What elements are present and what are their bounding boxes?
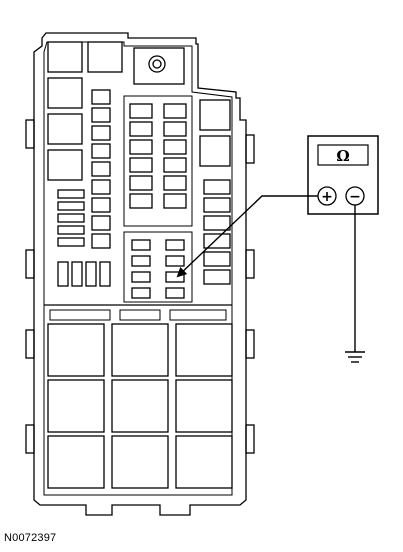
positive-probe-lead [176, 195, 318, 278]
positive-terminal-label: + [321, 189, 333, 205]
ohm-symbol: Ω [336, 147, 349, 165]
negative-terminal-label: − [349, 189, 361, 205]
ground-symbol-icon [345, 351, 365, 363]
ohmmeter: Ω + − [307, 135, 379, 215]
figure-id: N0072397 [4, 532, 57, 544]
fuse-box [25, 32, 255, 516]
ohmmeter-display [317, 144, 369, 166]
